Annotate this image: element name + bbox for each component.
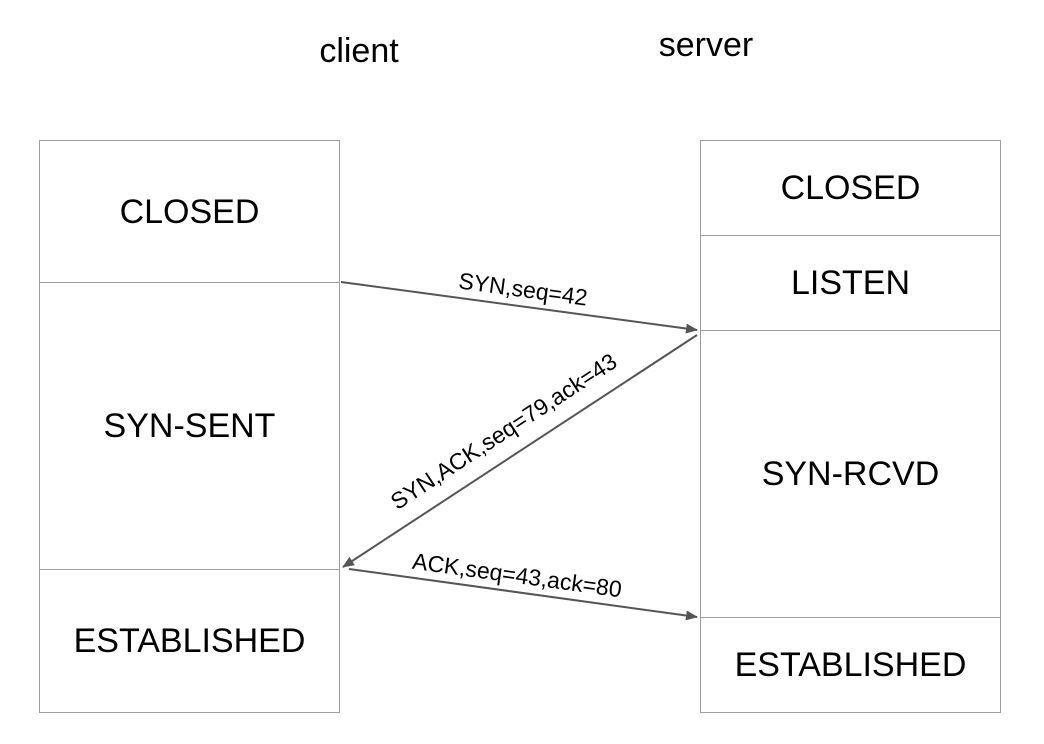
server-title: server: [658, 26, 754, 64]
syn-label: SYN,seq=42: [457, 267, 589, 310]
server-state-syn-rcvd: SYN-RCVD: [700, 330, 1001, 619]
ack-arrow: [348, 568, 698, 621]
client-state-syn-sent: SYN-SENT: [39, 282, 340, 571]
syn-arrow: [340, 281, 698, 334]
server-state-listen: LISTEN: [700, 235, 1001, 332]
syn-ack-label: SYN,ACK,seq=79,ack=43: [386, 348, 622, 515]
syn-ack-arrow: [342, 334, 698, 568]
client-title: client: [319, 32, 399, 70]
client-state-closed: CLOSED: [39, 140, 340, 284]
server-state-established: ESTABLISHED: [700, 617, 1001, 713]
server-state-closed: CLOSED: [700, 140, 1001, 237]
ack-label: ACK,seq=43,ack=80: [411, 548, 624, 602]
client-state-established: ESTABLISHED: [39, 569, 340, 713]
